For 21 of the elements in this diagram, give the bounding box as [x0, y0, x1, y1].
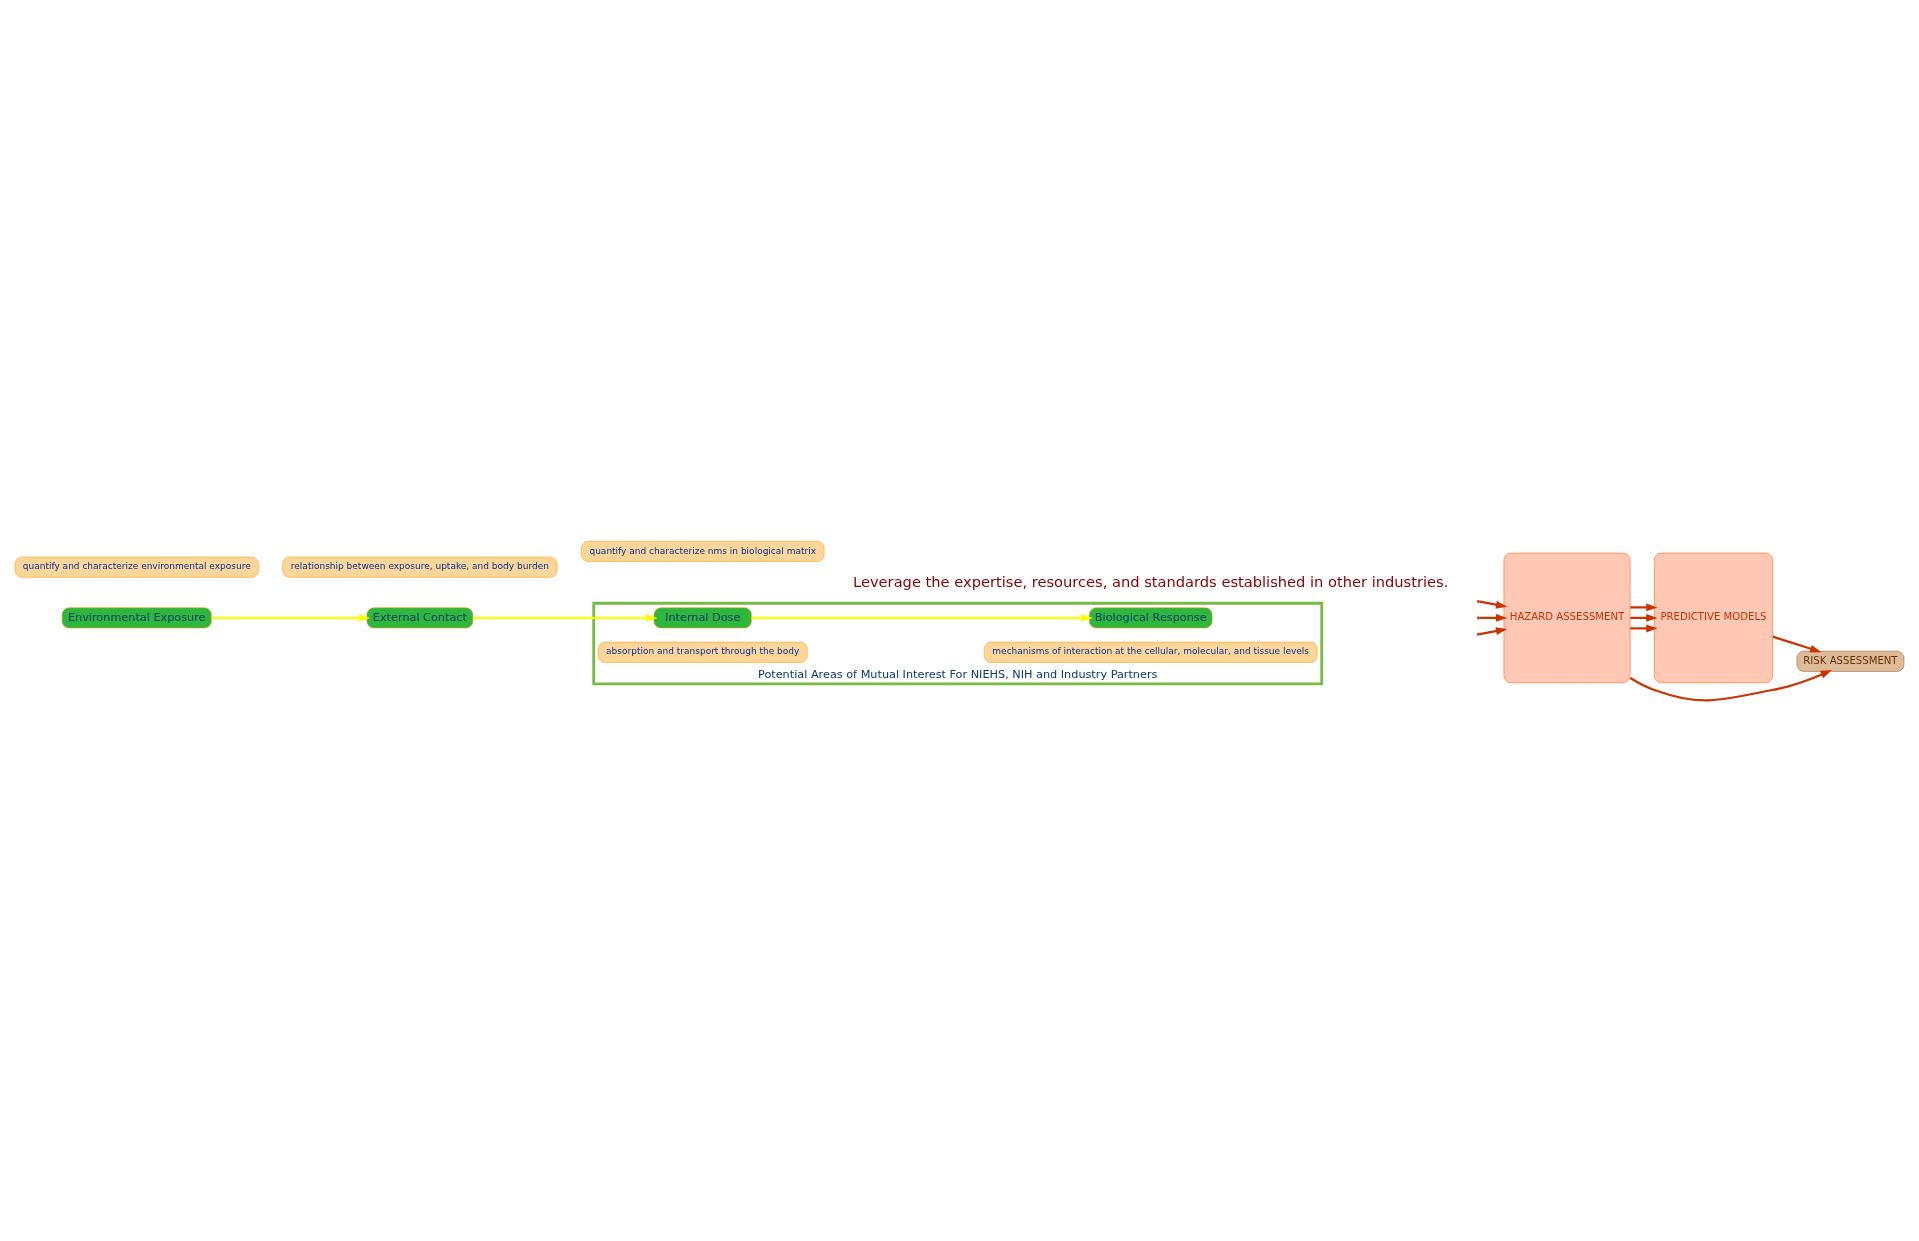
node-box: quantify and characterize nms in biological matrix: [581, 540, 825, 562]
label: Leverage the expertise, resources, and standards established in other industries.: [853, 572, 1449, 589]
node-box: HAZARD ASSESSMENT: [1503, 552, 1631, 683]
node-box: PREDICTIVE MODELS: [1654, 552, 1773, 683]
node-box: Internal Dose: [653, 606, 752, 628]
node-box: Biological Response: [1089, 606, 1213, 628]
node-box: relationship between exposure, uptake, and body burden: [282, 556, 558, 578]
arrow: [1479, 600, 1508, 609]
arrow: [1630, 623, 1658, 632]
arrow: [1479, 626, 1508, 635]
arrow: [1629, 669, 1832, 702]
node-box: RISK ASSESSMENT: [1796, 650, 1905, 672]
arrow: [211, 613, 371, 622]
arrow: [1772, 635, 1822, 652]
node-box: mechanisms of interaction at the cellular, molecular, and tissue levels: [983, 641, 1318, 663]
node-box: quantify and characterize environmental exposure: [14, 556, 259, 578]
arrow: [472, 613, 658, 622]
node-box: absorption and transport through the body: [597, 641, 808, 663]
arrow: [751, 613, 1093, 622]
node-box: External Contact: [366, 606, 474, 628]
node-box: Environmental Exposure: [61, 606, 212, 628]
